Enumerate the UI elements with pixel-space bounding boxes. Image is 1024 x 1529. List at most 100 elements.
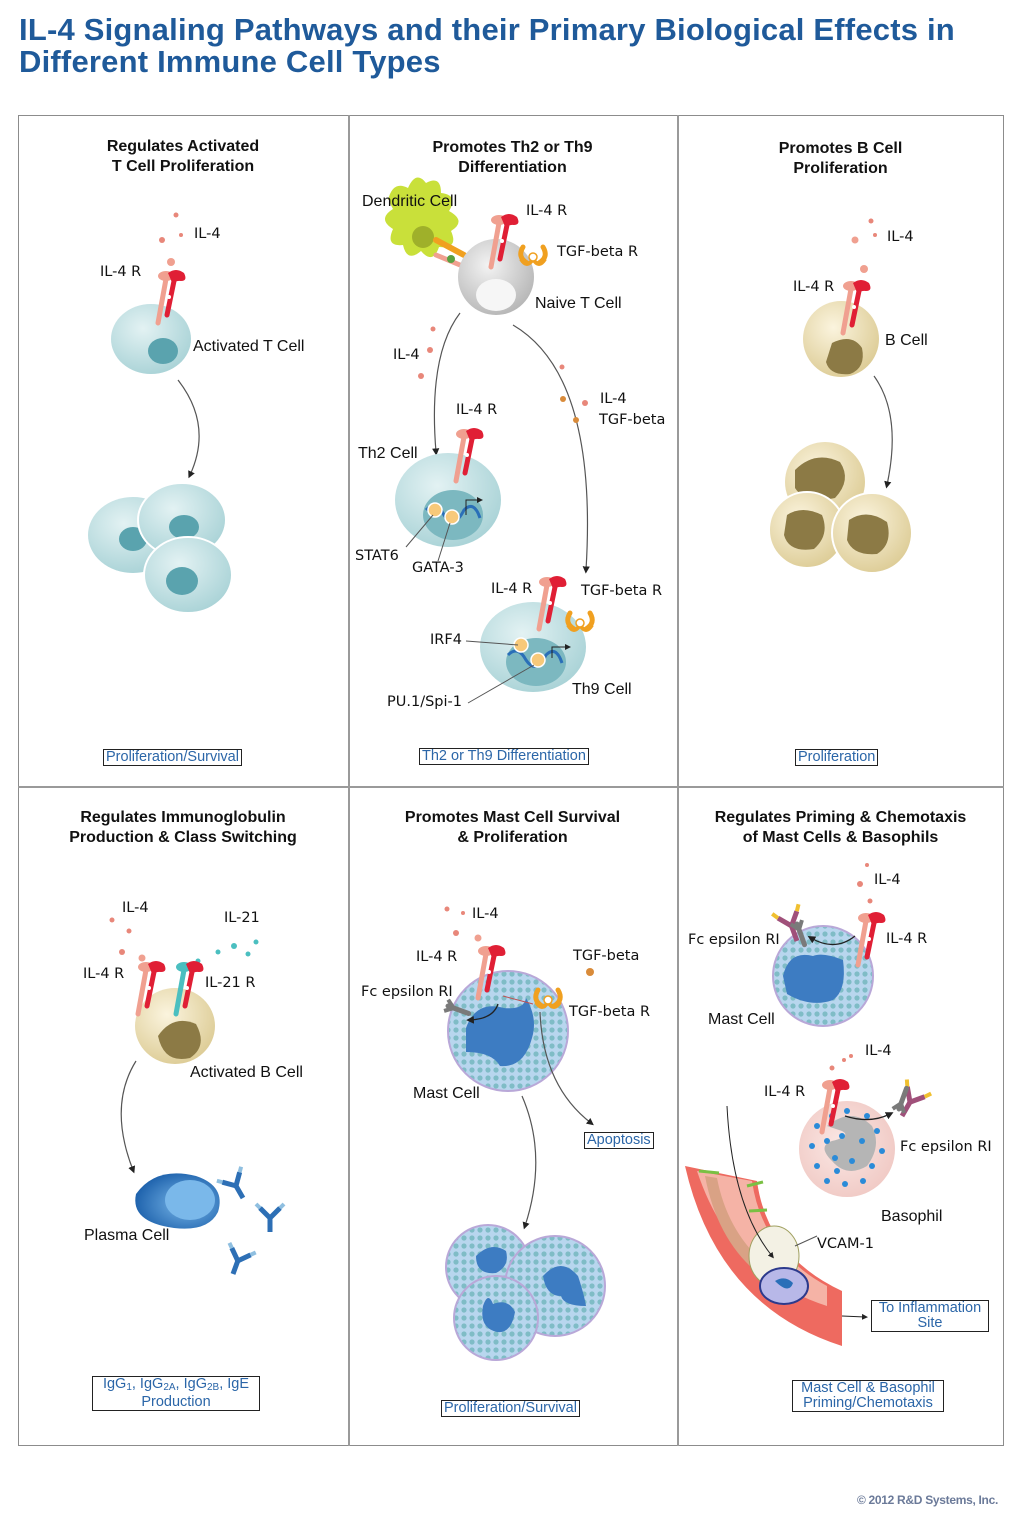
panel-title-line: of Mast Cells & Basophils bbox=[742, 829, 939, 846]
t-cell-illustration bbox=[88, 212, 233, 614]
plasma-cell-label: Plasma Cell bbox=[84, 1227, 170, 1244]
il4r-label: IL-4 R bbox=[100, 264, 142, 280]
panel-title-line: Promotes B Cell bbox=[778, 140, 903, 157]
dendritic-cell-label: Dendritic Cell bbox=[362, 193, 458, 210]
immunoglobulin-illustration bbox=[109, 917, 348, 1446]
effect-line: Priming/Chemotaxis bbox=[803, 1395, 933, 1411]
il4-molecules bbox=[418, 326, 588, 423]
effect-box: Proliferation/Survival bbox=[103, 749, 242, 766]
effect-line: Production bbox=[141, 1394, 211, 1410]
panel-title: Regulates Priming & Chemotaxis of Mast C… bbox=[677, 808, 1004, 848]
plasma-cell bbox=[135, 1173, 220, 1229]
activated-b-cell-label: Activated B Cell bbox=[190, 1064, 303, 1081]
tgf-beta-r-label: TGF-beta R bbox=[569, 1004, 651, 1020]
arrow bbox=[512, 324, 590, 574]
panel-title: Regulates Immunoglobulin Production & Cl… bbox=[18, 808, 348, 848]
effect-text: , IgG bbox=[131, 1376, 164, 1392]
th9-cell-label: Th9 Cell bbox=[572, 681, 632, 698]
panel-title-line: Promotes Th2 or Th9 bbox=[432, 139, 593, 156]
panel-title-line: Promotes Mast Cell Survival bbox=[404, 809, 621, 826]
divider bbox=[677, 115, 679, 1446]
panel-title-line: Regulates Priming & Chemotaxis bbox=[714, 809, 967, 826]
il4-molecules bbox=[851, 218, 877, 273]
arrow bbox=[432, 312, 461, 456]
b-cell-label: B Cell bbox=[885, 332, 928, 349]
arrow bbox=[873, 375, 893, 489]
effect-box: Mast Cell & Basophil Priming/Chemotaxis bbox=[792, 1380, 944, 1412]
panel-title-line: Proliferation bbox=[793, 160, 888, 177]
il4r-label: IL-4 R bbox=[526, 203, 568, 219]
il4-label: IL-4 bbox=[393, 347, 420, 363]
inflammation-line: To Inflammation bbox=[878, 1300, 982, 1316]
effect-subscript: 2A bbox=[163, 1382, 176, 1393]
th-differentiation-illustration bbox=[385, 177, 677, 704]
tgf-beta-label: TGF-beta bbox=[599, 412, 666, 428]
tgf-beta-label: TGF-beta bbox=[573, 948, 640, 964]
arrow bbox=[177, 379, 200, 479]
il4-label: IL-4 bbox=[874, 872, 901, 888]
effect-line: IgG1, IgG2A, IgG2B, IgE bbox=[95, 1377, 257, 1395]
arrow bbox=[120, 1060, 137, 1174]
il21-molecules bbox=[195, 939, 259, 964]
il4r-label: IL-4 R bbox=[793, 279, 835, 295]
migration-arrow bbox=[726, 1105, 774, 1259]
naive-t-cell-label: Naive T Cell bbox=[535, 295, 622, 312]
signal-arrow bbox=[844, 1112, 894, 1121]
inhibition-line bbox=[502, 995, 534, 1005]
vcam-pointer bbox=[794, 1235, 818, 1247]
basophil-label: Basophil bbox=[881, 1208, 943, 1225]
panel-mast-cell-survival: Promotes Mast Cell Survival & Proliferat… bbox=[348, 786, 677, 1446]
effect-box: Proliferation bbox=[795, 749, 879, 766]
arrow bbox=[521, 1095, 537, 1230]
effect-box: Proliferation/Survival bbox=[441, 1400, 580, 1417]
activated-t-cell-label: Activated T Cell bbox=[193, 338, 305, 355]
effect-text: IgG bbox=[102, 1376, 127, 1392]
effect-subscript: 2B bbox=[206, 1382, 220, 1393]
vcam1-label: VCAM-1 bbox=[817, 1236, 874, 1252]
il21-receptor-icon bbox=[173, 961, 204, 1017]
inflammation-line: Site bbox=[917, 1315, 943, 1331]
fc-epsilon-ri-label: Fc epsilon RI bbox=[688, 932, 780, 948]
effect-box: IgG1, IgG2A, IgG2B, IgE Production bbox=[92, 1376, 260, 1411]
il21-label: IL-21 bbox=[224, 910, 260, 926]
il4r-label: IL-4 R bbox=[456, 402, 498, 418]
il4-molecules bbox=[444, 906, 594, 976]
effect-box: Th2 or Th9 Differentiation bbox=[419, 748, 589, 765]
il4r-label: IL-4 R bbox=[416, 949, 458, 965]
panel-th2-th9: Promotes Th2 or Th9 Differentiation bbox=[348, 115, 677, 786]
basophil bbox=[799, 1101, 895, 1197]
divider bbox=[348, 115, 350, 1446]
il4-molecules bbox=[829, 863, 873, 1071]
tgf-beta-r-label: TGF-beta R bbox=[557, 244, 639, 260]
naive-t-cell bbox=[458, 239, 534, 315]
panel-immunoglobulin: Regulates Immunoglobulin Production & Cl… bbox=[18, 786, 348, 1446]
irf4-label: IRF4 bbox=[430, 632, 462, 648]
il4-label: IL-4 bbox=[472, 906, 499, 922]
il4-molecules bbox=[159, 212, 183, 266]
b-cell-illustration bbox=[768, 218, 913, 574]
fc-epsilon-ri-label: Fc epsilon RI bbox=[361, 984, 453, 1000]
mast-cell-label: Mast Cell bbox=[708, 1011, 775, 1028]
mast-cell bbox=[447, 970, 569, 1092]
il4r-label: IL-4 R bbox=[491, 581, 533, 597]
effect-line: Mast Cell & Basophil bbox=[801, 1380, 935, 1396]
activated-t-cell bbox=[111, 304, 191, 374]
copyright: © 2012 R&D Systems, Inc. bbox=[856, 1493, 998, 1507]
inflammation-site-box: To Inflammation Site bbox=[871, 1300, 989, 1332]
il4-label: IL-4 bbox=[122, 900, 149, 916]
activated-b-cell bbox=[135, 988, 215, 1064]
apoptosis-box: Apoptosis bbox=[584, 1132, 654, 1149]
panel-priming-chemotaxis: Regulates Priming & Chemotaxis of Mast C… bbox=[677, 786, 1004, 1446]
arrow bbox=[841, 1313, 868, 1320]
il4-label: IL-4 bbox=[600, 391, 627, 407]
dendritic-cell bbox=[385, 177, 467, 268]
pu1-label: PU.1/Spi-1 bbox=[387, 694, 462, 710]
effect-subscript: 1 bbox=[126, 1382, 132, 1393]
panel-title-line: Differentiation bbox=[458, 159, 567, 176]
panel-title-line: Regulates Activated bbox=[106, 138, 260, 155]
panel-activated-t-cell: Regulates Activated T Cell Proliferation… bbox=[18, 115, 348, 786]
signal-arrow bbox=[466, 1003, 499, 1024]
panel-title-line: & Proliferation bbox=[457, 829, 568, 846]
panel-title-line: Production & Class Switching bbox=[69, 829, 297, 846]
th9-cell bbox=[465, 602, 586, 704]
